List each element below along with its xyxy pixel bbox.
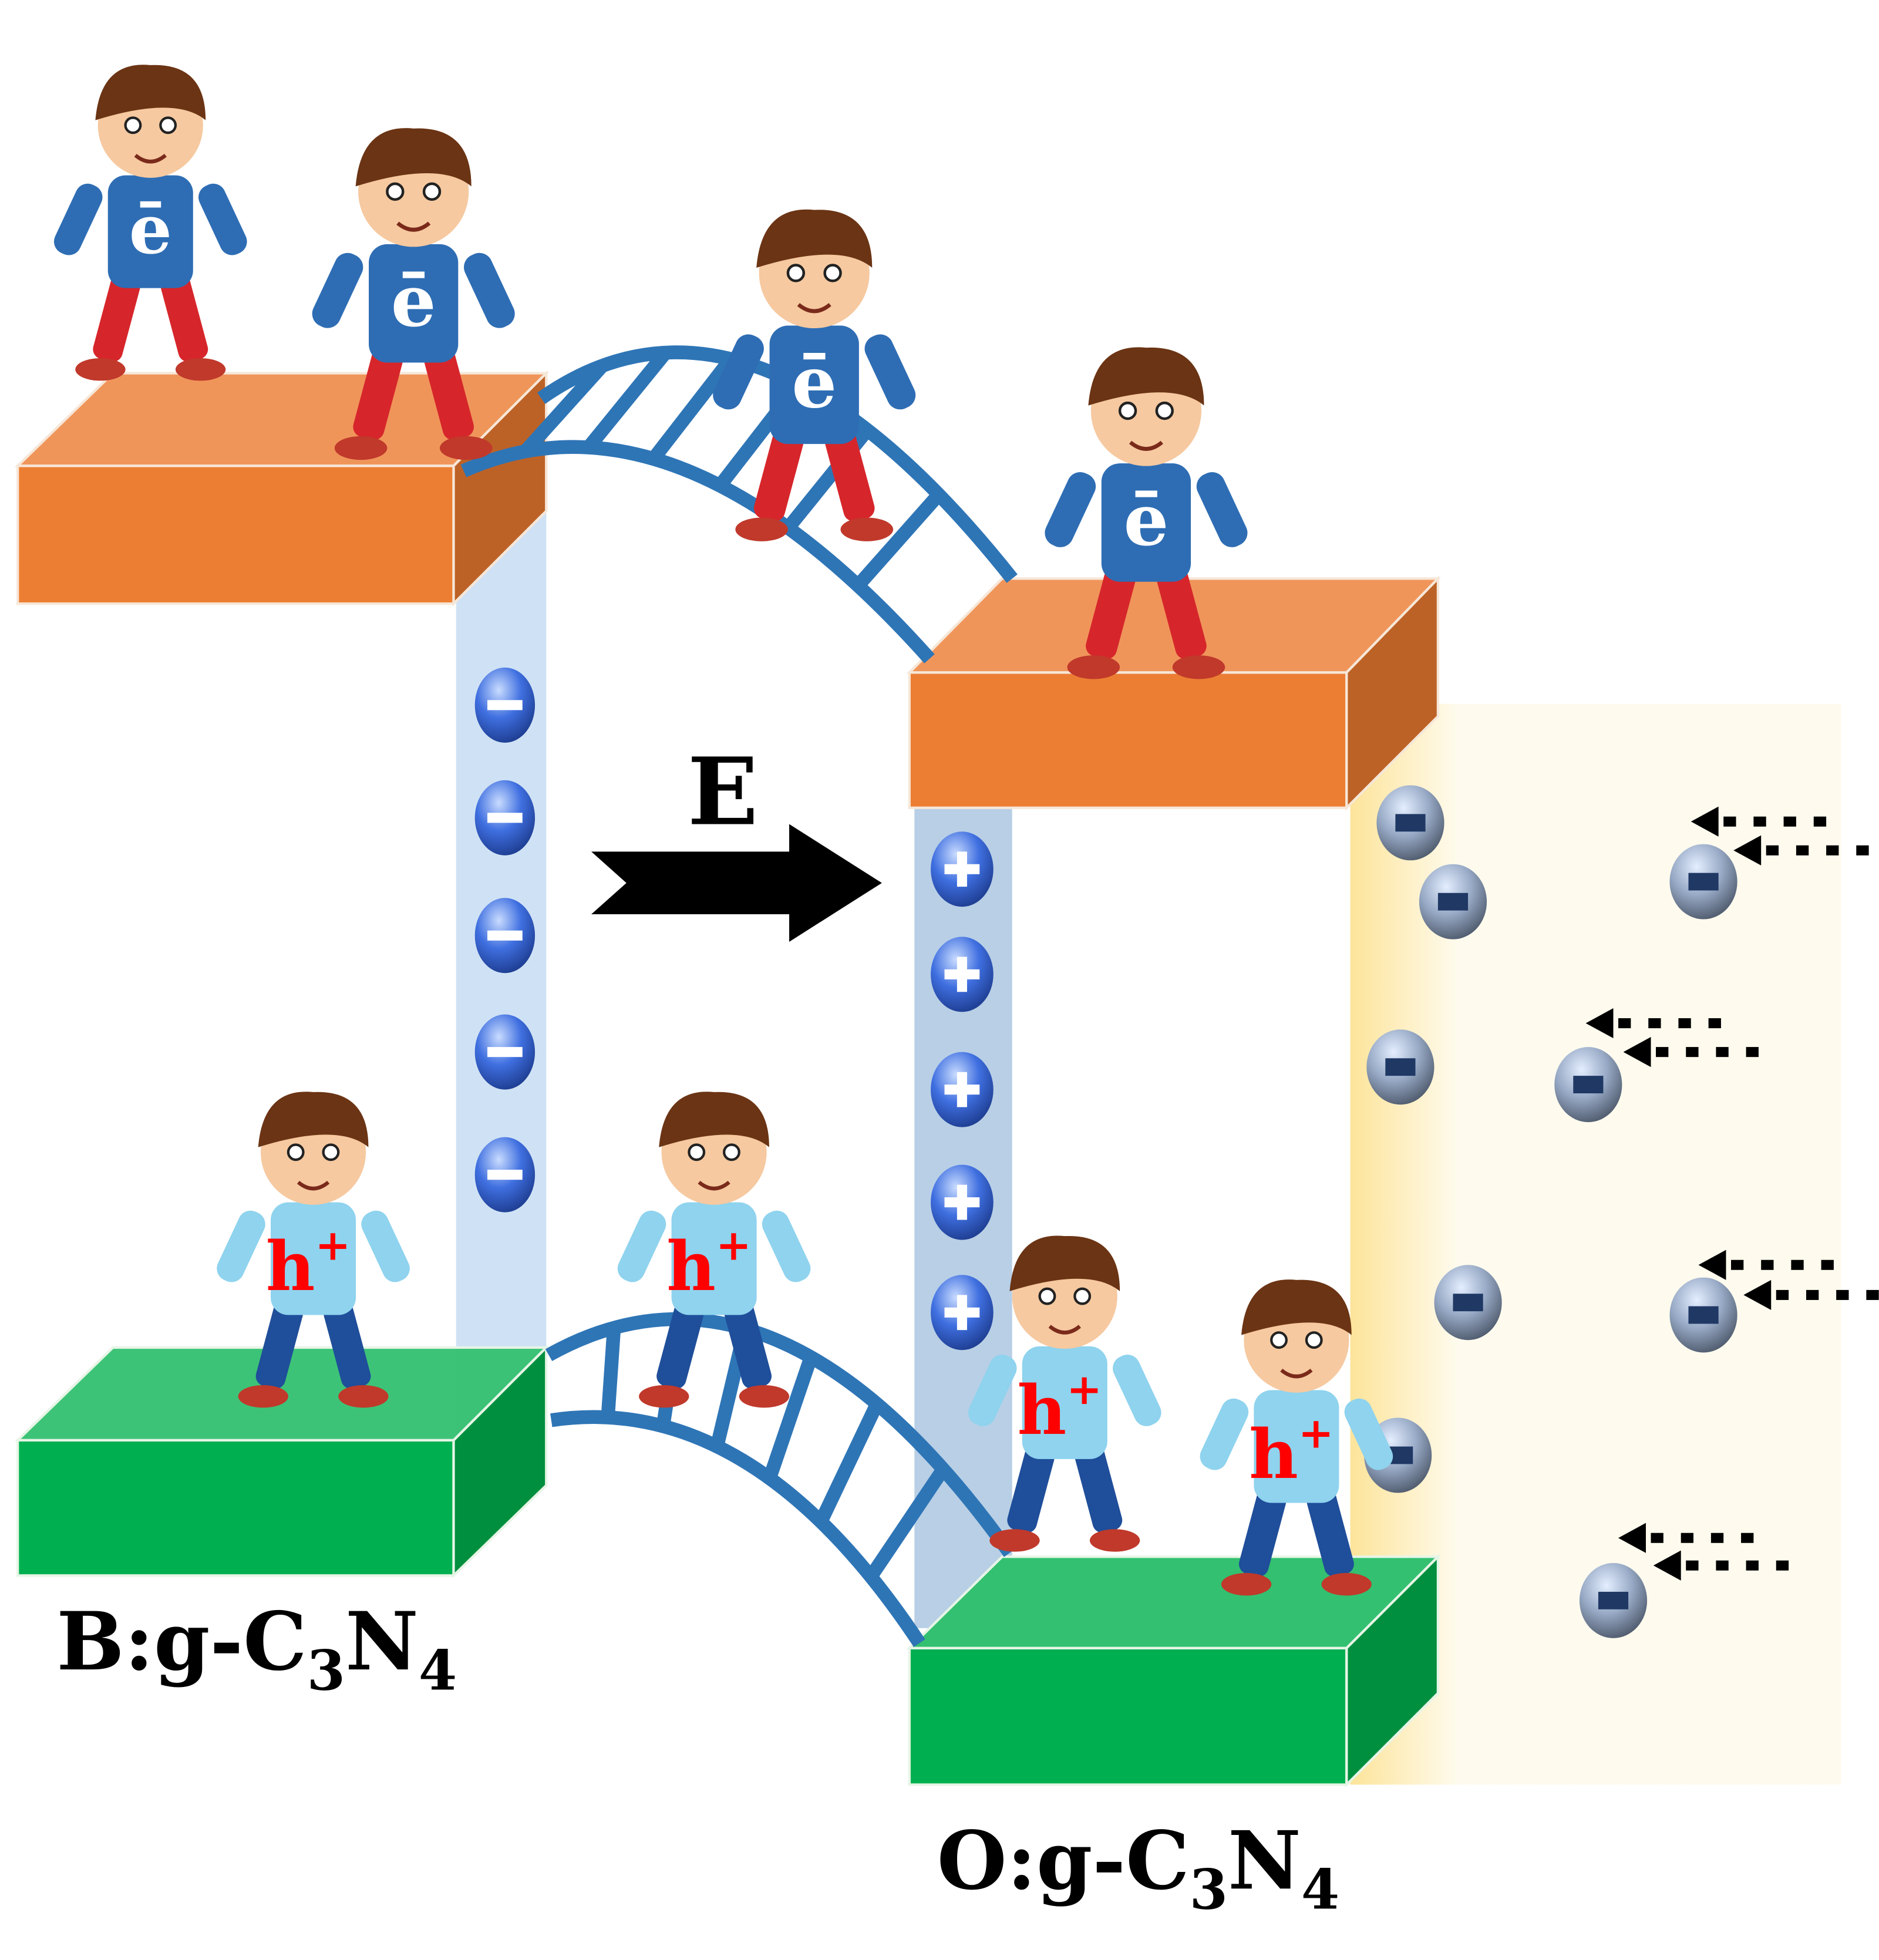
ladder-rung	[601, 1327, 621, 1418]
electron-standing: ē	[53, 65, 247, 381]
hole-charge	[931, 1275, 994, 1351]
hole-shirt-label: h+	[1249, 1409, 1334, 1494]
electron-charge	[474, 1014, 536, 1090]
hair	[95, 65, 206, 120]
hair	[258, 1092, 369, 1147]
minus-sign	[1573, 1076, 1604, 1094]
hole-charge	[931, 1052, 994, 1127]
right-valence-band-block	[906, 1554, 1442, 1788]
hole-charge	[931, 937, 994, 1012]
surface-anion	[1376, 785, 1444, 861]
hole-standing: h+	[1200, 1279, 1393, 1596]
hair	[355, 128, 472, 187]
surface-anion	[1579, 1562, 1648, 1638]
electric-field-label: E	[688, 737, 758, 846]
electron-running-3: ē	[1045, 347, 1248, 679]
electron-shirt-label: ē	[391, 259, 436, 343]
minus-sign	[1453, 1294, 1483, 1312]
right-material-label: O:g-C3N4	[937, 1814, 1339, 1922]
hole-running-1: h+	[217, 1092, 410, 1408]
minus-sign	[1598, 1591, 1629, 1609]
hair	[659, 1092, 769, 1147]
ladder-rung	[520, 361, 608, 456]
carrier-characters: ē ē ē ē h+ h+ h+ h+	[53, 65, 1393, 1596]
minus-sign	[1688, 873, 1719, 891]
electron-shirt-label: ē	[1123, 478, 1169, 562]
left-material-label: B:g-C3N4	[56, 1595, 457, 1703]
surface-anion	[1366, 1029, 1434, 1105]
surface-anion	[1669, 844, 1737, 920]
hole-charge	[931, 831, 994, 907]
electron-shirt-label: ē	[129, 190, 172, 270]
top-ladder	[460, 345, 1018, 664]
hair	[1241, 1279, 1352, 1335]
electron-charge	[474, 1137, 536, 1213]
hair	[1088, 347, 1204, 406]
electric-field-arrow	[591, 824, 882, 942]
surface-anion	[1554, 1047, 1622, 1123]
incoming-arrows	[1585, 806, 1879, 1581]
surface-anion	[1669, 1277, 1737, 1353]
surface-anion	[1419, 864, 1487, 939]
dotted-arrow	[1743, 1279, 1879, 1311]
ladder-rung	[865, 1465, 949, 1581]
ladder-rung	[763, 1355, 818, 1481]
minus-sign	[1385, 1058, 1416, 1076]
dotted-arrow	[1653, 1550, 1789, 1581]
hair	[1009, 1235, 1120, 1292]
electron-running-1: ē	[312, 128, 515, 460]
minus-sign	[1688, 1306, 1719, 1324]
minus-sign	[1437, 893, 1469, 911]
ladder-rung	[853, 490, 944, 591]
dotted-arrow	[1733, 835, 1869, 866]
electron-charge	[474, 667, 536, 743]
ladder-rung	[814, 1400, 884, 1525]
surface-anion	[1434, 1265, 1502, 1341]
left-conduction-band-block	[14, 370, 550, 607]
dotted-arrow	[1691, 806, 1827, 837]
electron-charge	[474, 780, 536, 856]
ladder-rung	[648, 355, 736, 463]
electron-shirt-label: ē	[792, 340, 837, 424]
bottom-ladder	[545, 1312, 1015, 1647]
minus-sign	[1395, 814, 1426, 832]
charges	[474, 667, 1737, 1638]
dotted-arrow	[1698, 1250, 1834, 1280]
ladder-rung	[583, 348, 671, 452]
electron-running-2: ē	[713, 209, 916, 541]
hole-charge	[931, 1164, 994, 1240]
electron-charge	[474, 898, 536, 974]
dotted-arrow	[1585, 1008, 1721, 1039]
dotted-arrow	[1618, 1523, 1754, 1553]
hole-shirt-label: h+	[1018, 1365, 1102, 1450]
ladders	[460, 345, 1018, 1647]
hole-shirt-label: h+	[266, 1221, 351, 1306]
dotted-arrow	[1623, 1037, 1759, 1067]
right-conduction-band-block	[906, 575, 1441, 811]
hair	[756, 209, 873, 268]
hole-shirt-label: h+	[666, 1221, 751, 1306]
hole-running-2: h+	[617, 1092, 811, 1408]
depletion-band-left	[456, 511, 547, 1440]
hole-running-3: h+	[968, 1235, 1161, 1552]
